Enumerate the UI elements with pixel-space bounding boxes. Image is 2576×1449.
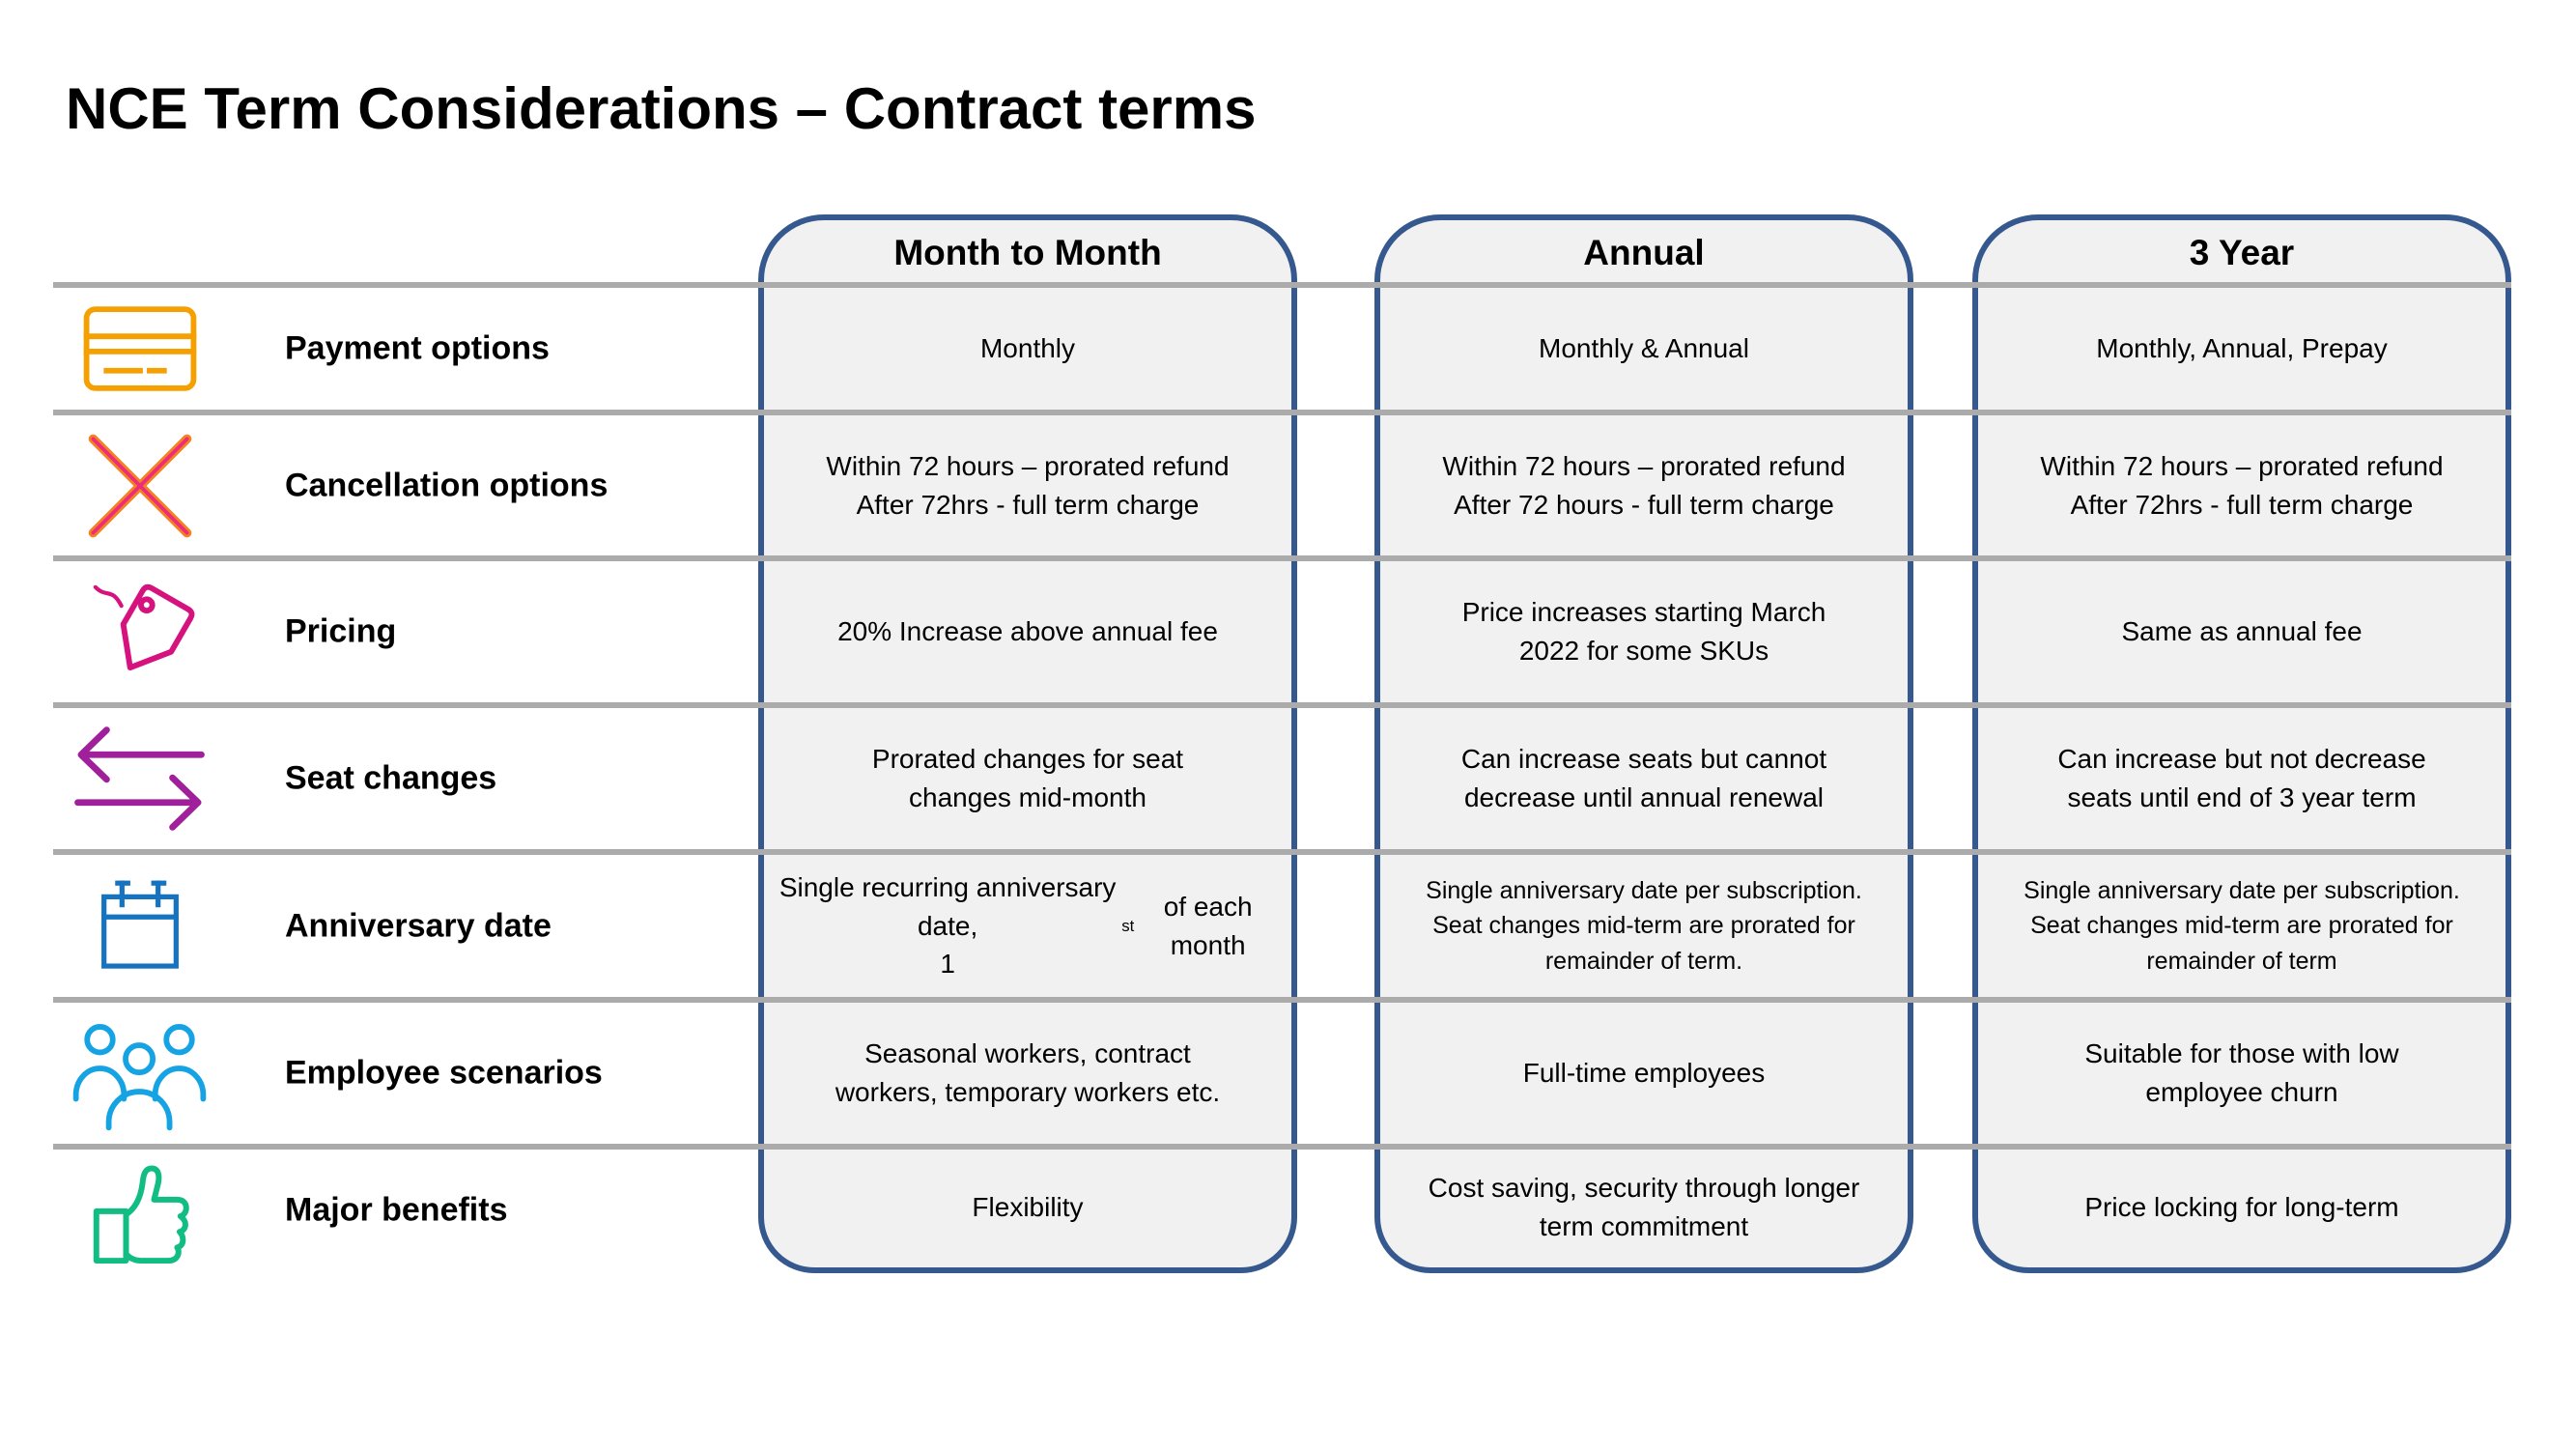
calendar-icon — [100, 880, 179, 969]
column-month-to-month: Month to Month Monthly Within 72 hours –… — [758, 214, 1297, 1273]
icon-box — [70, 717, 210, 840]
row-divider — [53, 702, 2511, 708]
row-divider — [53, 1144, 2511, 1150]
cell-benefits-annual: Cost saving, security through longer ter… — [1428, 1172, 1860, 1241]
cell-pricing-3yr: Same as annual fee — [2121, 616, 2363, 647]
row-divider — [53, 849, 2511, 855]
icon-box — [70, 424, 210, 548]
icon-box — [70, 1149, 210, 1272]
price-tag-icon — [93, 583, 194, 671]
cell-anniversary-annual: Single anniversary date per subscription… — [1426, 877, 1862, 975]
icon-box — [70, 302, 210, 394]
column-annual: Annual Monthly & Annual Within 72 hours … — [1374, 214, 1913, 1273]
cell-pricing-annual: Price increases starting March 2022 for … — [1461, 597, 1826, 666]
row-header-anniversary-date: Anniversary date — [0, 852, 753, 1000]
row-header-cancellation-options: Cancellation options — [0, 412, 753, 558]
swap-arrows-icon — [74, 726, 205, 831]
row-header-pricing: Pricing — [0, 558, 753, 705]
row-label: Seat changes — [285, 759, 497, 797]
cell-seat-changes-3yr: Can increase but not decrease seats unti… — [2057, 744, 2426, 812]
row-divider — [53, 555, 2511, 561]
people-icon — [72, 1024, 207, 1131]
row-label: Payment options — [285, 329, 550, 367]
cell-employee-3yr: Suitable for those with low employee chu… — [2084, 1038, 2399, 1107]
cell-benefits-3yr: Price locking for long-term — [2084, 1191, 2399, 1222]
cell-cancellation-annual: Within 72 hours – prorated refund After … — [1442, 450, 1846, 520]
cell-anniversary-3yr: Single anniversary date per subscription… — [2024, 877, 2460, 975]
cell-seat-changes-m2m: Prorated changes for seat changes mid-mo… — [871, 744, 1184, 812]
row-label: Anniversary date — [285, 907, 552, 944]
row-header-employee-scenarios: Employee scenarios — [0, 1000, 753, 1147]
row-divider — [53, 410, 2511, 415]
row-label: Employee scenarios — [285, 1054, 603, 1092]
row-label: Major benefits — [285, 1191, 508, 1228]
cell-employee-m2m: Seasonal workers, contract workers, temp… — [835, 1038, 1221, 1107]
column-header-month-to-month: Month to Month — [893, 232, 1162, 272]
cell-benefits-m2m: Flexibility — [972, 1191, 1084, 1222]
cell-cancellation-m2m: Within 72 hours – prorated refund After … — [826, 450, 1230, 520]
anniversary-text: of each month — [1163, 891, 1253, 960]
cell-employee-annual: Full-time employees — [1522, 1058, 1766, 1089]
row-divider — [53, 997, 2511, 1003]
row-header-payment-options: Payment options — [0, 285, 753, 412]
cell-payment-3yr: Monthly, Annual, Prepay — [2096, 333, 2388, 364]
row-divider — [53, 282, 2511, 288]
cell-seat-changes-annual: Can increase seats but cannot decrease u… — [1460, 744, 1827, 812]
cell-pricing-m2m: 20% Increase above annual fee — [837, 616, 1218, 647]
cell-cancellation-3yr: Within 72 hours – prorated refund After … — [2040, 450, 2444, 520]
anniversary-text: Single recurring anniversary date, 1 — [778, 871, 1117, 980]
icon-box — [70, 872, 210, 980]
cell-payment-m2m: Monthly — [979, 333, 1076, 364]
column-header-3-year: 3 Year — [2189, 232, 2295, 272]
row-header-major-benefits: Major benefits — [0, 1147, 753, 1273]
icon-box — [70, 1013, 210, 1133]
icon-box — [70, 571, 210, 693]
column-3-year: 3 Year Monthly, Annual, Prepay Within 72… — [1972, 214, 2511, 1273]
cell-payment-annual: Monthly & Annual — [1539, 333, 1749, 364]
row-header-seat-changes: Seat changes — [0, 705, 753, 852]
cancel-x-icon — [88, 434, 191, 537]
row-label: Pricing — [285, 612, 397, 650]
credit-card-icon — [83, 306, 196, 391]
row-label: Cancellation options — [285, 467, 609, 503]
thumbs-up-icon — [93, 1164, 189, 1264]
page-title: NCE Term Considerations – Contract terms — [66, 76, 1257, 141]
column-header-annual: Annual — [1583, 232, 1705, 272]
